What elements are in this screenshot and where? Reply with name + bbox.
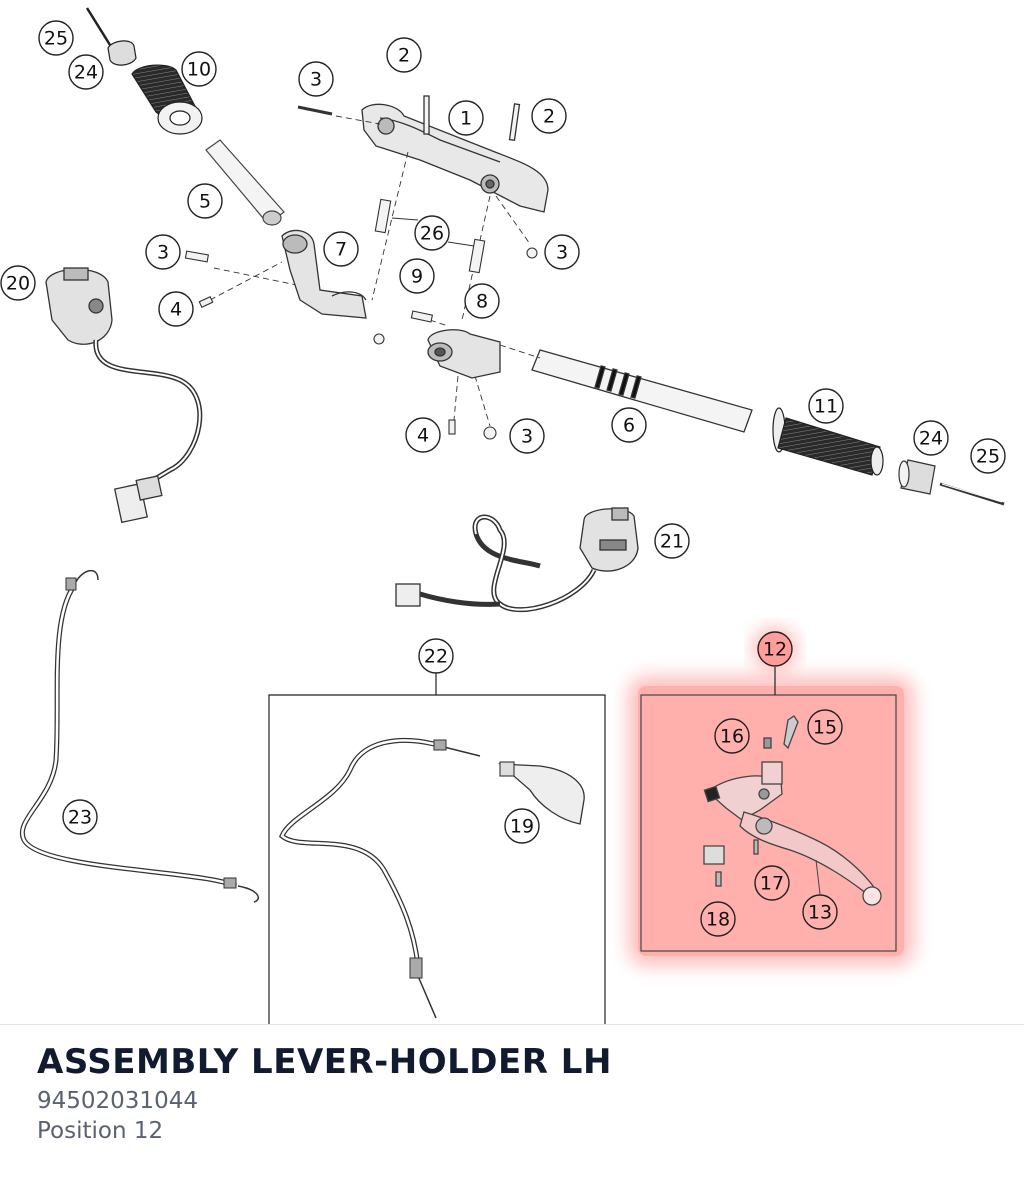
callout-4[interactable]: 4 [158, 291, 194, 327]
callout-number: 21 [660, 531, 684, 553]
handlebar-tube [499, 344, 753, 433]
callout-22[interactable]: 22 [418, 638, 454, 674]
callout-12[interactable]: 12 [757, 631, 793, 667]
callout-number: 18 [706, 909, 730, 931]
callout-number: 3 [556, 242, 568, 264]
assembly-title: ASSEMBLY LEVER-HOLDER LH [37, 1042, 612, 1082]
callout-number: 11 [814, 396, 838, 418]
callout-number: 13 [808, 902, 832, 924]
right-switch-housing [395, 507, 639, 613]
callout-2[interactable]: 2 [531, 98, 567, 134]
clutch-cable [19, 569, 259, 903]
throttle-tube [205, 139, 285, 226]
callout-number: 12 [763, 639, 787, 661]
callout-3[interactable]: 3 [298, 61, 334, 97]
group-22-frame [268, 667, 776, 1024]
callout-number: 3 [521, 426, 533, 448]
callout-number: 24 [74, 62, 98, 84]
clamp-right [427, 329, 501, 379]
callout-13[interactable]: 13 [802, 894, 838, 930]
callout-number: 10 [187, 59, 211, 81]
callout-number: 24 [919, 428, 943, 450]
callout-1[interactable]: 1 [448, 100, 484, 136]
callout-11[interactable]: 11 [808, 388, 844, 424]
callout-16[interactable]: 16 [714, 718, 750, 754]
callout-number: 25 [976, 446, 1000, 468]
callout-number: 25 [44, 28, 68, 50]
callout-number: 26 [420, 223, 444, 245]
callout-number: 22 [424, 646, 448, 668]
callout-6[interactable]: 6 [611, 407, 647, 443]
callout-19[interactable]: 19 [504, 808, 540, 844]
callout-15[interactable]: 15 [807, 709, 843, 745]
cable-and-guard [279, 737, 585, 1019]
bolts [184, 247, 538, 440]
left-grip-assembly [85, 7, 203, 135]
callout-24[interactable]: 24 [913, 420, 949, 456]
callout-3[interactable]: 3 [544, 234, 580, 270]
callout-10[interactable]: 10 [181, 51, 217, 87]
callout-26[interactable]: 26 [414, 215, 450, 251]
footer-divider [0, 1024, 1024, 1025]
callout-23[interactable]: 23 [62, 799, 98, 835]
callout-4[interactable]: 4 [405, 417, 441, 453]
part-number: 94502031044 [37, 1088, 198, 1114]
callout-24[interactable]: 24 [68, 54, 104, 90]
callout-number: 19 [510, 816, 534, 838]
callout-number: 7 [335, 239, 347, 261]
callout-number: 1 [460, 108, 472, 130]
callout-number: 8 [476, 291, 488, 313]
callout-number: 2 [543, 106, 555, 128]
callout-17[interactable]: 17 [754, 865, 790, 901]
callout-3[interactable]: 3 [509, 418, 545, 454]
callout-3[interactable]: 3 [145, 234, 181, 270]
callout-number: 5 [199, 191, 211, 213]
callout-9[interactable]: 9 [399, 258, 435, 294]
callout-5[interactable]: 5 [187, 183, 223, 219]
callout-number: 17 [760, 873, 784, 895]
callout-number: 2 [398, 45, 410, 67]
callout-number: 3 [157, 242, 169, 264]
callout-number: 23 [68, 807, 92, 829]
callout-8[interactable]: 8 [464, 283, 500, 319]
spacers [374, 198, 486, 274]
callout-7[interactable]: 7 [323, 231, 359, 267]
callout-20[interactable]: 20 [0, 265, 36, 301]
callout-25[interactable]: 25 [970, 438, 1006, 474]
callout-number: 4 [170, 299, 182, 321]
callout-number: 6 [623, 415, 635, 437]
callout-number: 20 [6, 273, 30, 295]
left-switch-housing [45, 267, 203, 524]
riser-left [281, 229, 367, 319]
callout-21[interactable]: 21 [654, 523, 690, 559]
top-clamp [297, 95, 549, 213]
right-grip [772, 407, 884, 476]
callout-number: 16 [720, 726, 744, 748]
callout-number: 3 [310, 69, 322, 91]
callout-number: 9 [411, 266, 423, 288]
callout-25[interactable]: 25 [38, 20, 74, 56]
exploded-parts-diagram: 2524102312537263204981164324252122121516… [0, 7, 1006, 1024]
callout-number: 15 [813, 717, 837, 739]
right-bar-end [898, 459, 1005, 506]
callout-number: 4 [417, 425, 429, 447]
position-label: Position 12 [37, 1118, 164, 1144]
callout-2[interactable]: 2 [386, 37, 422, 73]
lever-holder-assembly [703, 715, 882, 906]
callout-18[interactable]: 18 [700, 901, 736, 937]
